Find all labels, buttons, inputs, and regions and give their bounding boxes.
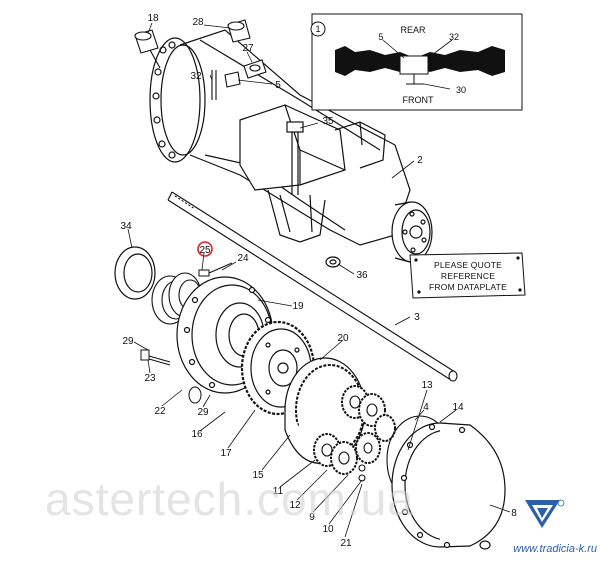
inset-label-30: 30 — [456, 85, 466, 95]
note-line-2: REFERENCE — [441, 271, 495, 281]
part-label-2: 2 — [417, 155, 423, 166]
part-label-23: 23 — [144, 373, 156, 384]
top-fittings — [134, 19, 267, 100]
watermark-text: astertech.com.ua — [45, 473, 414, 525]
part-label-3: 3 — [414, 312, 420, 323]
part-label-15: 15 — [252, 470, 264, 481]
highlight-circle-25 — [197, 241, 213, 257]
inset-rear-label: REAR — [400, 25, 426, 35]
brand-url[interactable]: www.tradicia-k.ru — [513, 543, 597, 555]
part-label-9: 9 — [309, 512, 315, 523]
inset-detail-box: 1 REAR FRONT 5 32 30 — [310, 13, 523, 111]
part-label-18: 18 — [147, 13, 159, 24]
part-label-20: 20 — [337, 333, 349, 344]
part-label-36: 36 — [356, 270, 368, 281]
part-label-29: 29 — [122, 336, 134, 347]
part-label-19: 19 — [292, 301, 304, 312]
part-label-28: 28 — [192, 17, 204, 28]
part-label-14: 14 — [452, 402, 464, 413]
part-label-4: 4 — [423, 402, 429, 413]
part-label-8: 8 — [511, 508, 517, 519]
part-label-17: 17 — [220, 448, 232, 459]
leader-lines — [127, 22, 511, 538]
note-line-1: PLEASE QUOTE — [434, 260, 502, 270]
washer-29 — [188, 386, 202, 404]
part-number-labels: 18 28 27 32 5 35 2 36 34 25 24 19 3 29 2… — [120, 13, 517, 549]
part-label-5: 5 — [275, 80, 281, 91]
bolt-24 — [198, 262, 233, 277]
brand-logo — [525, 499, 565, 528]
planet-gears — [313, 385, 396, 482]
seal-ring-34 — [114, 246, 156, 300]
part-label-13: 13 — [421, 380, 433, 391]
dataplate-note-box: PLEASE QUOTE REFERENCE FROM DATAPLATE — [409, 252, 526, 299]
part-label-27: 27 — [242, 43, 254, 54]
part-label-12: 12 — [289, 500, 301, 511]
inset-label-32: 32 — [449, 32, 459, 42]
part-label-24: 24 — [237, 253, 249, 264]
part-label-34: 34 — [120, 221, 132, 232]
part-label-22: 22 — [154, 406, 166, 417]
part-label-35: 35 — [322, 116, 334, 127]
note-line-3: FROM DATAPLATE — [429, 282, 507, 292]
part-label-16: 16 — [191, 429, 203, 440]
part-label-10: 10 — [322, 524, 334, 535]
bolt-23 — [140, 349, 171, 366]
part-label-21: 21 — [340, 538, 352, 549]
part-label-32: 32 — [190, 71, 202, 82]
inset-number: 1 — [315, 24, 320, 34]
inset-front-label: FRONT — [403, 95, 434, 105]
drive-shaft — [167, 191, 458, 382]
part-label-25: 25 — [199, 245, 211, 256]
part-label-11: 11 — [273, 486, 284, 497]
inset-label-5: 5 — [378, 32, 383, 42]
part-label-29b: 29 — [197, 407, 209, 418]
end-cover-8 — [391, 422, 506, 550]
